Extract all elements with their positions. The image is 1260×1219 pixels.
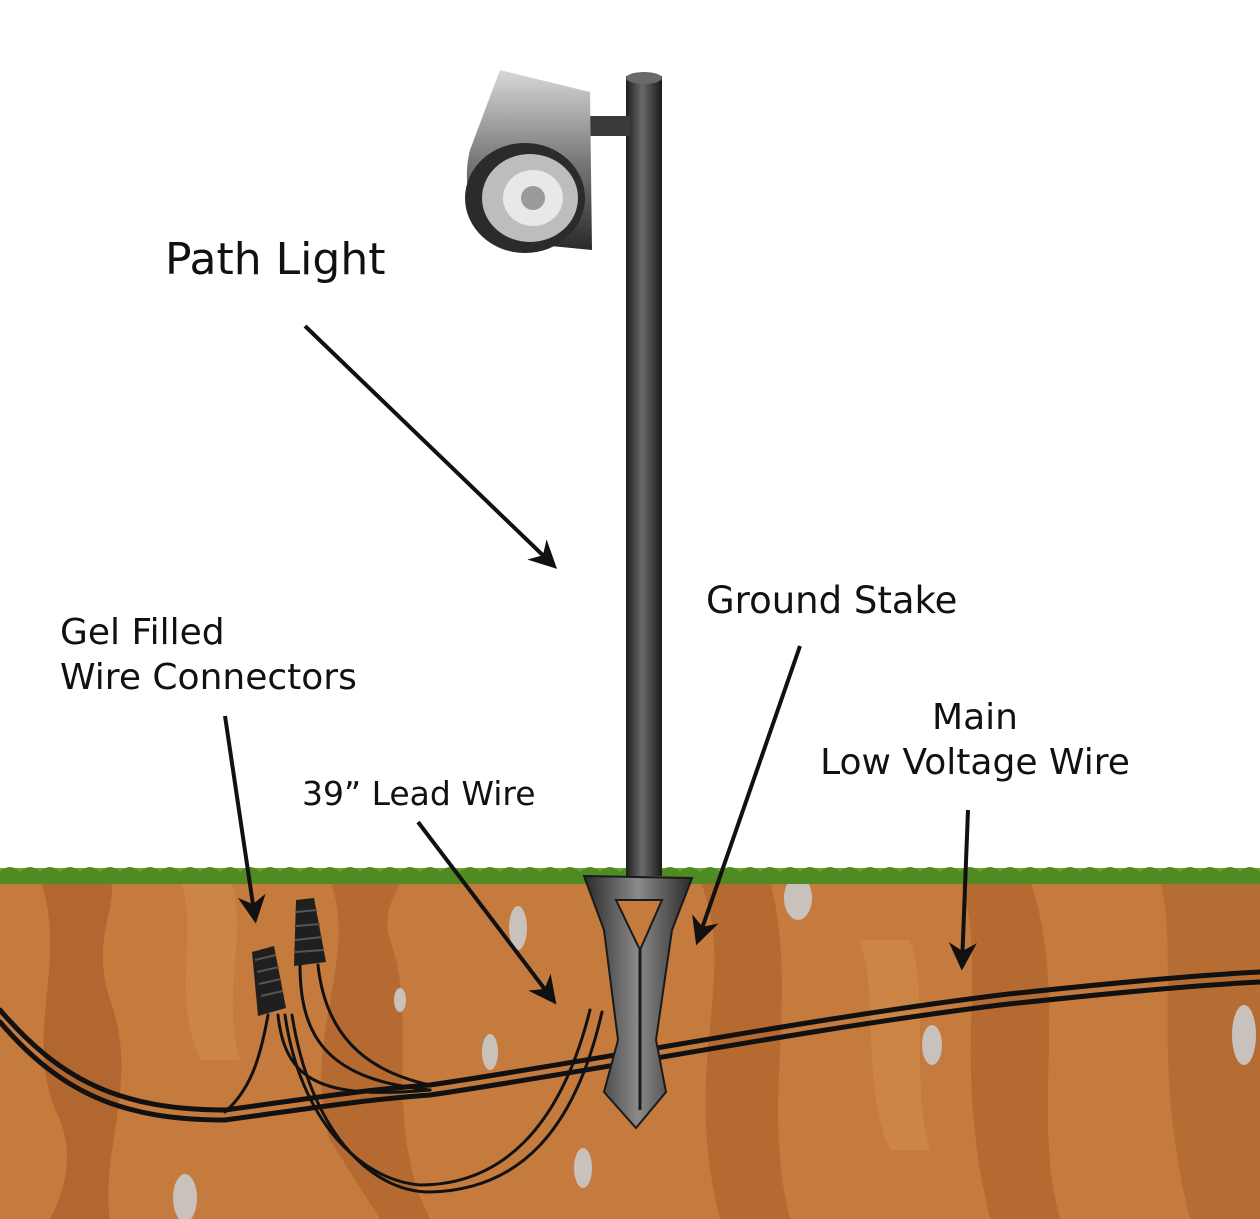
arrow-ground-stake (692, 645, 802, 946)
label-gel-line-1: Gel Filled (60, 612, 225, 653)
arrow-gel-connectors (223, 715, 266, 924)
arrow-path-light (303, 324, 558, 569)
pointer-arrows (223, 324, 977, 1005)
label-main-line-2: Low Voltage Wire (820, 742, 1130, 783)
label-path-light: Path Light (165, 234, 386, 285)
main-low-voltage-wire (0, 969, 1260, 1123)
label-ground-stake: Ground Stake (706, 579, 958, 622)
label-lead-wire: 39” Lead Wire (302, 774, 536, 813)
ground-stake (582, 874, 694, 1130)
wire-connector-left (252, 946, 286, 1016)
light-pole (590, 72, 662, 876)
lead-wires (223, 963, 604, 1194)
arrow-main-wire (948, 809, 977, 971)
label-gel-filled-wire-connectors: Gel Filled Wire Connectors (60, 610, 357, 700)
wire-connector-right (294, 898, 326, 966)
arrow-lead-wire (416, 820, 557, 1005)
label-gel-line-2: Wire Connectors (60, 657, 357, 698)
label-main-low-voltage-wire: Main Low Voltage Wire (790, 695, 1160, 785)
light-fixture-head (465, 70, 592, 253)
label-main-line-1: Main (932, 697, 1018, 738)
